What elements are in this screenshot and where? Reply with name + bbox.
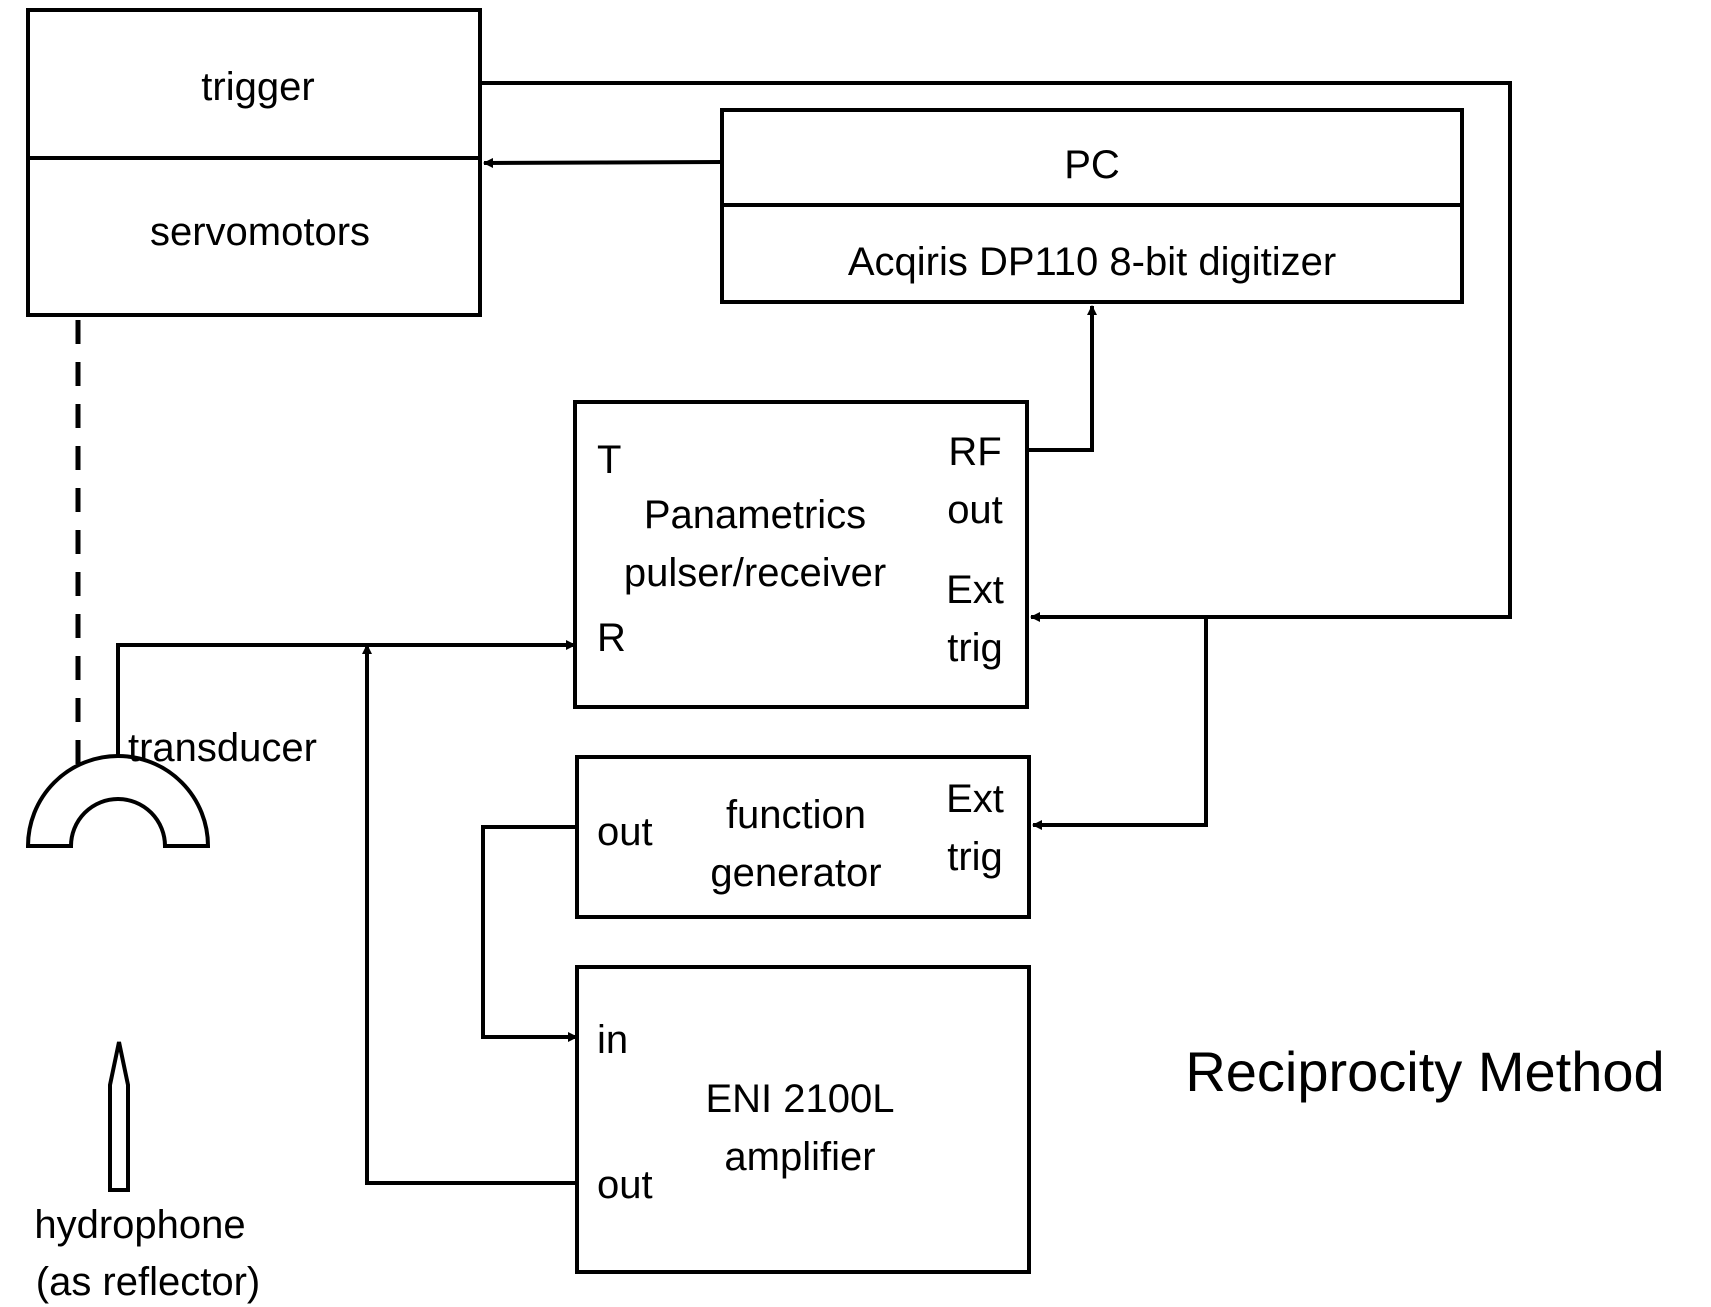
pc-label: PC: [1064, 143, 1120, 187]
transducer-shape: [25, 754, 211, 848]
amplifier-in-port: in: [597, 1018, 628, 1062]
method-title: Reciprocity Method: [1185, 1040, 1664, 1103]
pulser-trig-label: trig: [947, 626, 1003, 670]
amplifier-title-line2: amplifier: [724, 1135, 875, 1179]
transducer-label: transducer: [128, 726, 317, 770]
amplifier-out-to-receiver-wire: [362, 644, 577, 1185]
function-generator-ext-label: Ext: [946, 777, 1004, 821]
trigger-servomotors-block: trigger servomotors: [26, 8, 482, 317]
amplifier-out-port: out: [597, 1163, 653, 1207]
pulser-title-line2: pulser/receiver: [624, 551, 886, 595]
function-generator-block: out function generator Ext trig: [575, 755, 1031, 919]
amplifier-title-line1: ENI 2100L: [705, 1077, 894, 1121]
pulser-receiver-block: T Panametrics pulser/receiver R RF out E…: [573, 400, 1029, 709]
pulser-rf-out-label: out: [947, 488, 1003, 532]
hydrophone-label-line2: (as reflector): [36, 1260, 261, 1304]
trigger-label: trigger: [201, 65, 314, 109]
trigger-to-ext-trig-wire: [480, 81, 1512, 622]
rf-out-to-digitizer-wire: [1027, 305, 1097, 452]
pulser-t-port: T: [597, 438, 621, 482]
pulser-ext-label: Ext: [946, 568, 1004, 612]
pc-digitizer-block: PC Acqiris DP110 8-bit digitizer: [720, 108, 1464, 304]
function-generator-title-line2: generator: [710, 851, 881, 895]
amplifier-block: in ENI 2100L amplifier out: [575, 965, 1031, 1274]
servomotors-label: servomotors: [150, 210, 370, 254]
pulser-title-line1: Panametrics: [644, 493, 866, 537]
digitizer-label: Acqiris DP110 8-bit digitizer: [848, 240, 1336, 284]
function-generator-out-port: out: [597, 810, 653, 854]
pc-to-servomotors-wire: [483, 157, 723, 168]
pulser-rf-label: RF: [948, 430, 1001, 474]
ext-trig-branch-wire: [1032, 617, 1208, 830]
function-generator-to-amplifier-wire: [481, 825, 578, 1042]
hydrophone-label-line1: hydrophone: [34, 1203, 245, 1247]
pulser-r-port: R: [597, 616, 626, 660]
hydrophone-shape: [108, 1041, 130, 1192]
function-generator-title-line1: function: [726, 793, 866, 837]
function-generator-trig-label: trig: [947, 835, 1003, 879]
